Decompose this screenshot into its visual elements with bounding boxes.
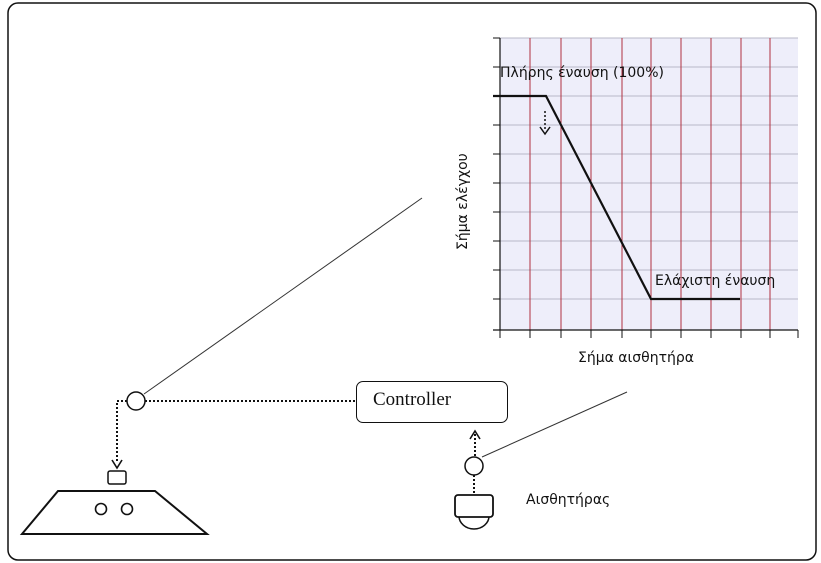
chart-grid-horizontal [500,37,798,300]
callout-line-right [481,391,628,458]
full-ignition-label: Πλήρης έναυση (100%) [500,65,664,81]
down-arrow-icon [111,459,123,470]
chart-axes [493,38,798,331]
controller-box: Controller [356,381,508,423]
down-arrow-icon [539,111,551,136]
sensor-label: Αισθητήρας [526,492,611,508]
controller-label: Controller [373,389,452,410]
response-curve [493,94,740,301]
sensor-icon [454,494,494,530]
luminaire-driver-box [107,470,127,485]
minimum-ignition-label: Ελάχιστη έναυση [655,273,776,289]
luminaire-icon [19,490,210,535]
chart-background [500,38,798,330]
callout-line-left [143,197,423,395]
luminaire-lamp-icon [94,502,108,516]
up-arrow-icon [469,429,481,440]
y-axis-label: Σήμα ελέγχου [455,153,471,250]
signal-line-luminaire [116,400,127,462]
chart-grid-vertical [529,38,771,330]
actuator-node-circle [126,391,146,411]
luminaire-lamp-icon [120,502,134,516]
sensor-node-circle [464,456,484,476]
x-axis-ticks [499,330,799,338]
x-axis-label: Σήμα αισθητήρα [578,350,694,366]
